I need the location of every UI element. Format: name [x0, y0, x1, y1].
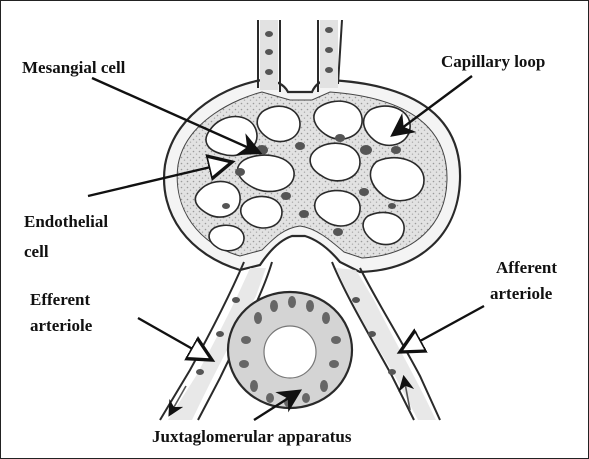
leader-afferent-arteriole [400, 306, 484, 352]
label-mesangial-cell: Mesangial cell [22, 58, 125, 78]
leader-efferent-arteriole [138, 318, 212, 360]
label-endothelial-line2: cell [24, 242, 49, 262]
label-juxtaglomerular-apparatus: Juxtaglomerular apparatus [152, 427, 351, 447]
label-efferent-line1: Efferent [30, 290, 90, 310]
juxtaglomerular-apparatus [228, 292, 352, 408]
label-capillary-loop: Capillary loop [441, 52, 545, 72]
label-endothelial-line1: Endothelial [24, 212, 108, 232]
label-afferent-line2: arteriole [490, 284, 552, 304]
label-afferent-line1: Afferent [496, 258, 557, 278]
label-efferent-line2: arteriole [30, 316, 92, 336]
